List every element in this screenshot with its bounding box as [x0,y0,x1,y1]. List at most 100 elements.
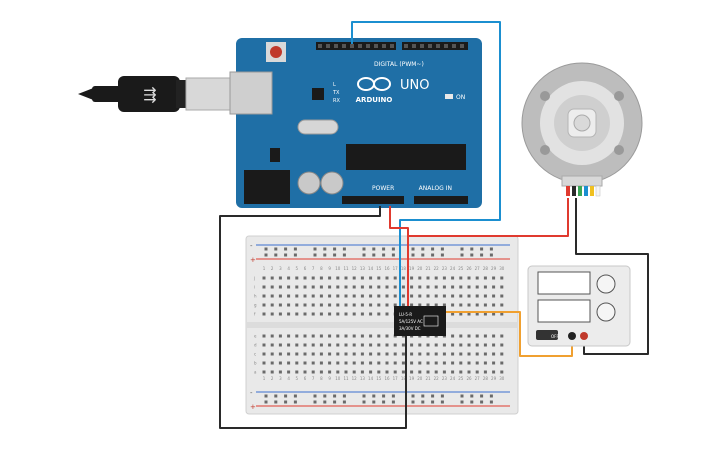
breadboard-hole[interactable] [451,294,455,298]
arduino-board[interactable]: DIGITAL (PWM~) ANALOG IN POWER ON TX RX … [229,38,482,208]
breadboard-hole[interactable] [344,334,348,338]
breadboard-hole[interactable] [377,303,381,307]
breadboard-hole[interactable] [293,394,297,398]
breadboard-hole[interactable] [336,352,340,356]
breadboard-hole[interactable] [401,343,405,347]
breadboard-hole[interactable] [385,312,389,316]
breadboard-hole[interactable] [385,294,389,298]
breadboard-hole[interactable] [264,400,268,404]
breadboard-hole[interactable] [475,294,479,298]
breadboard-hole[interactable] [483,334,487,338]
breadboard-hole[interactable] [418,294,422,298]
breadboard-hole[interactable] [377,312,381,316]
breadboard-hole[interactable] [262,370,266,374]
breadboard-hole[interactable] [360,294,364,298]
breadboard-hole[interactable] [311,312,315,316]
breadboard-hole[interactable] [418,352,422,356]
breadboard-hole[interactable] [483,285,487,289]
breadboard-hole[interactable] [352,370,356,374]
breadboard-hole[interactable] [311,361,315,365]
breadboard-hole[interactable] [393,343,397,347]
breadboard-hole[interactable] [274,247,278,251]
breadboard-hole[interactable] [391,253,395,257]
breadboard-hole[interactable] [467,312,471,316]
breadboard-hole[interactable] [492,303,496,307]
breadboard-hole[interactable] [483,294,487,298]
breadboard-hole[interactable] [319,285,323,289]
breadboard-hole[interactable] [492,343,496,347]
breadboard-hole[interactable] [328,294,332,298]
breadboard-hole[interactable] [401,303,405,307]
breadboard-hole[interactable] [344,312,348,316]
breadboard-hole[interactable] [480,394,484,398]
breadboard-hole[interactable] [360,361,364,365]
breadboard-hole[interactable] [284,394,288,398]
wires[interactable] [219,21,649,429]
breadboard-hole[interactable] [319,303,323,307]
breadboard-hole[interactable] [401,361,405,365]
breadboard-hole[interactable] [377,343,381,347]
breadboard-hole[interactable] [295,276,299,280]
breadboard-hole[interactable] [295,334,299,338]
breadboard-hole[interactable] [492,361,496,365]
breadboard-hole[interactable] [418,370,422,374]
breadboard-hole[interactable] [410,343,414,347]
breadboard-hole[interactable] [421,400,425,404]
breadboard-hole[interactable] [385,276,389,280]
breadboard-hole[interactable] [369,370,373,374]
breadboard-hole[interactable] [382,247,386,251]
breadboard-hole[interactable] [360,303,364,307]
breadboard-hole[interactable] [372,253,376,257]
breadboard-hole[interactable] [442,361,446,365]
breadboard-hole[interactable] [460,394,464,398]
breadboard-hole[interactable] [410,361,414,365]
breadboard-hole[interactable] [460,400,464,404]
breadboard-hole[interactable] [270,312,274,316]
breadboard-hole[interactable] [362,400,366,404]
breadboard-hole[interactable] [284,247,288,251]
breadboard-hole[interactable] [313,400,317,404]
breadboard-hole[interactable] [287,334,291,338]
breadboard-hole[interactable] [500,276,504,280]
breadboard-hole[interactable] [451,343,455,347]
breadboard-hole[interactable] [500,303,504,307]
breadboard-hole[interactable] [278,352,282,356]
breadboard-hole[interactable] [352,276,356,280]
breadboard-hole[interactable] [323,253,327,257]
breadboard-hole[interactable] [377,285,381,289]
breadboard-hole[interactable] [323,394,327,398]
breadboard-hole[interactable] [278,361,282,365]
breadboard-hole[interactable] [342,253,346,257]
breadboard-hole[interactable] [328,343,332,347]
breadboard-hole[interactable] [278,294,282,298]
breadboard-hole[interactable] [434,303,438,307]
breadboard-hole[interactable] [287,370,291,374]
breadboard-hole[interactable] [311,303,315,307]
breadboard-hole[interactable] [467,334,471,338]
breadboard-hole[interactable] [362,253,366,257]
power-header[interactable] [342,196,404,204]
breadboard-hole[interactable] [440,394,444,398]
breadboard-hole[interactable] [319,334,323,338]
breadboard-hole[interactable] [369,285,373,289]
breadboard-hole[interactable] [360,334,364,338]
breadboard-hole[interactable] [459,312,463,316]
breadboard-hole[interactable] [391,394,395,398]
breadboard-hole[interactable] [500,361,504,365]
breadboard-hole[interactable] [385,303,389,307]
breadboard-hole[interactable] [377,370,381,374]
breadboard-hole[interactable] [442,343,446,347]
breadboard-hole[interactable] [418,285,422,289]
breadboard-hole[interactable] [467,285,471,289]
breadboard-hole[interactable] [418,276,422,280]
breadboard-hole[interactable] [426,285,430,289]
breadboard-hole[interactable] [295,312,299,316]
breadboard-hole[interactable] [459,361,463,365]
breadboard-hole[interactable] [442,276,446,280]
breadboard-hole[interactable] [426,352,430,356]
breadboard-hole[interactable] [319,343,323,347]
breadboard-hole[interactable] [336,361,340,365]
breadboard-hole[interactable] [303,285,307,289]
breadboard-hole[interactable] [287,285,291,289]
